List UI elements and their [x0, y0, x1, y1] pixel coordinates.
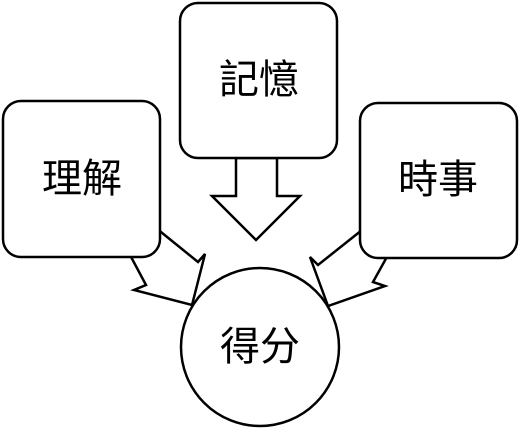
- node-top-label: 記憶: [219, 57, 299, 103]
- node-left-label: 理解: [42, 156, 122, 202]
- node-top-box: [178, 1, 339, 160]
- node-center-label: 得分: [220, 324, 300, 370]
- node-right-label: 時事: [398, 157, 478, 203]
- arrow-top-to-center: [208, 156, 304, 242]
- node-center-circle: [179, 266, 341, 428]
- node-right-box: [358, 101, 519, 260]
- node-left-box: [1, 99, 162, 259]
